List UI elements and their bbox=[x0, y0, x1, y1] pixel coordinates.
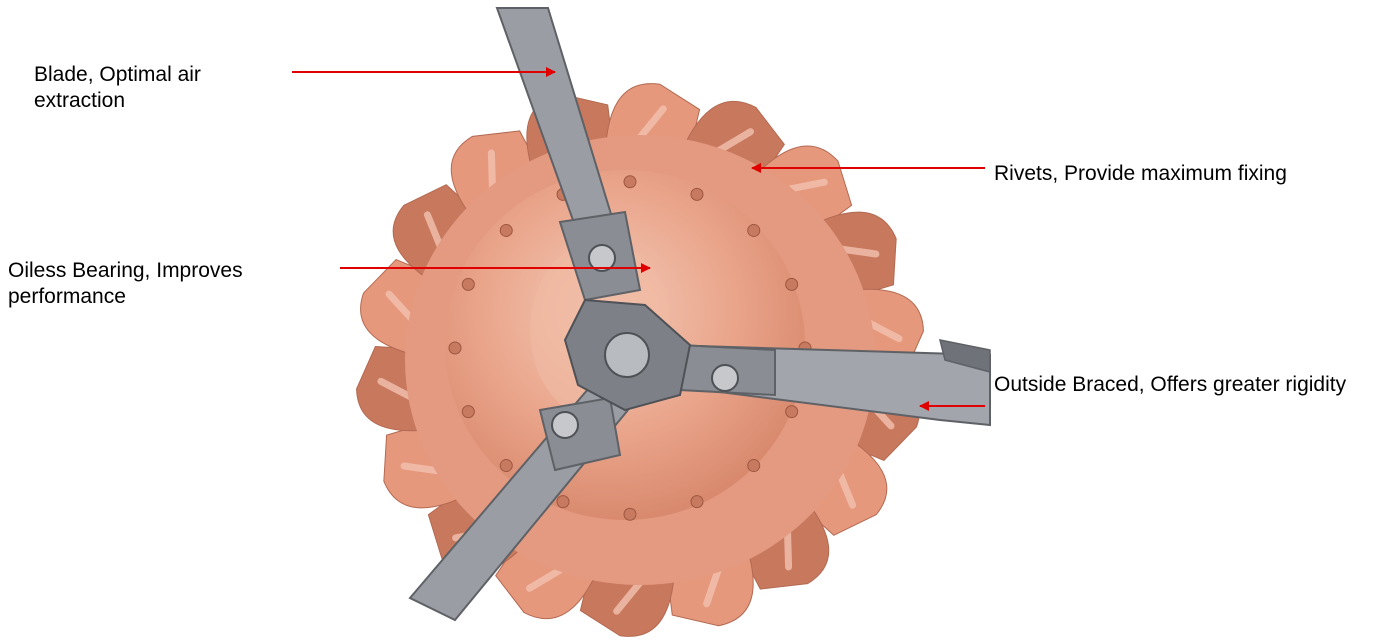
blade-callout-label: Blade, Optimal air extraction bbox=[34, 62, 284, 114]
rivets-callout-label: Rivets, Provide maximum fixing bbox=[994, 161, 1364, 187]
rivet bbox=[624, 508, 636, 520]
rivet bbox=[500, 460, 512, 472]
bearing-callout-label: Oiless Bearing, Improves performance bbox=[8, 258, 328, 310]
rivet bbox=[500, 224, 512, 236]
rivet bbox=[449, 342, 461, 354]
rivet bbox=[462, 278, 474, 290]
rivet bbox=[462, 406, 474, 418]
rivet bbox=[748, 460, 760, 472]
rivet bbox=[786, 278, 798, 290]
braced-callout-label: Outside Braced, Offers greater rigidity bbox=[994, 372, 1364, 398]
rivet bbox=[691, 188, 703, 200]
rivet bbox=[786, 406, 798, 418]
rivet bbox=[557, 496, 569, 508]
rivet bbox=[691, 496, 703, 508]
rivet bbox=[748, 224, 760, 236]
rivet bbox=[624, 176, 636, 188]
